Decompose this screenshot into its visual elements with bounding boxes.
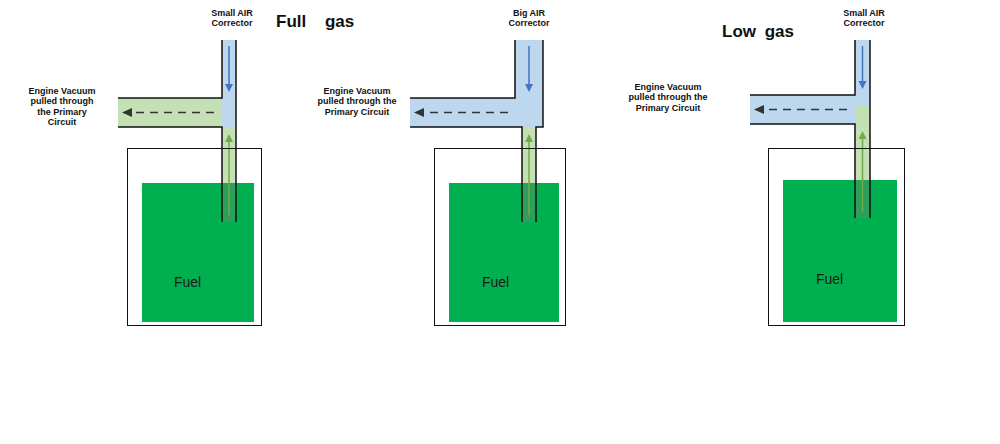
air-column	[222, 40, 236, 98]
air-arrow	[228, 46, 230, 86]
tube-wall	[410, 40, 543, 222]
air-arrow	[525, 84, 533, 92]
panel-low-gas	[750, 40, 897, 322]
vacuum-label: Engine Vacuum pulled through the Primary…	[628, 82, 708, 113]
fuel-fill	[142, 183, 254, 322]
fuel-fill	[449, 183, 559, 322]
vacuum-arrow	[132, 112, 214, 114]
fuel-arrow	[225, 134, 233, 142]
fuel-fill	[783, 180, 897, 322]
air-arrow	[859, 81, 867, 89]
fuel-tank: Fuel	[434, 148, 566, 326]
mixture-channel	[750, 95, 870, 124]
mixture-channel	[410, 98, 543, 127]
air-column	[855, 40, 870, 95]
state-heading: Low gas	[722, 22, 794, 42]
air-arrow	[862, 46, 864, 83]
vacuum-arrow	[754, 105, 764, 114]
panel-full-gas	[118, 40, 254, 322]
air-column	[515, 40, 543, 98]
state-heading: Full gas	[276, 12, 354, 32]
fuel-arrow	[228, 140, 230, 215]
fuel-label: Fuel	[174, 274, 201, 290]
fuel-tank: Fuel	[768, 148, 905, 326]
air-arrow	[528, 46, 530, 86]
fuel-tank: Fuel	[127, 148, 262, 326]
corrector-label: Small AIR Corrector	[828, 8, 900, 29]
corrector-label: Big AIR Corrector	[493, 8, 565, 29]
air-arrow	[225, 84, 233, 92]
fuel-arrow	[528, 140, 530, 215]
vacuum-label: Engine Vacuum pulled through the Primary…	[317, 86, 397, 117]
fuel-arrow	[859, 131, 867, 139]
mixture-channel	[118, 98, 222, 127]
vacuum-arrow	[414, 108, 424, 117]
vacuum-arrow	[122, 108, 132, 117]
fuel-label: Fuel	[816, 271, 843, 287]
fuel-tube	[855, 106, 870, 124]
vacuum-label: Engine Vacuum pulled through the Primary…	[23, 86, 101, 127]
panel-big-corrector	[410, 40, 559, 322]
corrector-label: Small AIR Corrector	[196, 8, 268, 29]
fuel-label: Fuel	[482, 274, 509, 290]
vacuum-arrow	[424, 112, 508, 114]
vacuum-arrow	[764, 109, 847, 111]
air-column	[222, 98, 236, 127]
fuel-arrow	[525, 134, 533, 142]
tube-wall	[118, 40, 236, 222]
